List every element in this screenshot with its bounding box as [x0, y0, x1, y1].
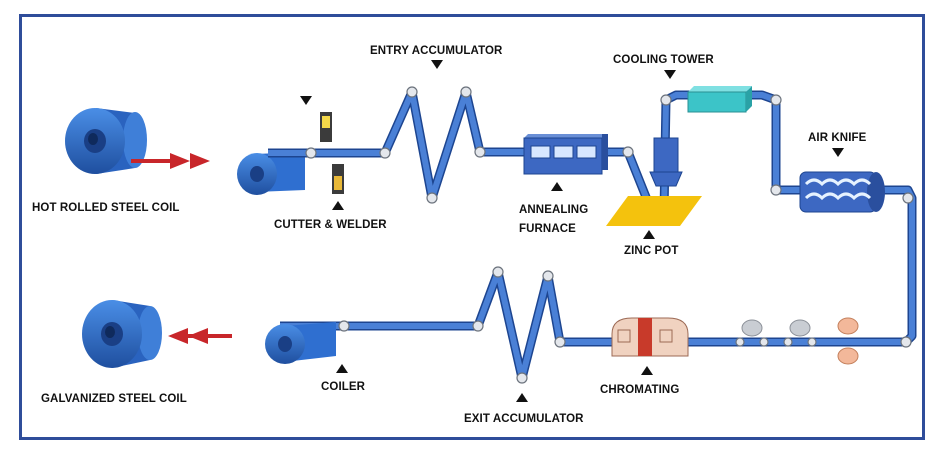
chromating-label: CHROMATING: [600, 384, 680, 396]
annealing-label: ANNEALING: [519, 204, 589, 216]
uncoiler: [237, 152, 305, 195]
upper-strip: [268, 87, 917, 346]
zinc-pot: [606, 137, 702, 226]
air-knife-label: AIR KNIFE: [808, 132, 867, 144]
zinc-pot-label: ZINC POT: [624, 245, 679, 257]
zinc-pot-marker: [643, 230, 655, 239]
feed-arrows: [131, 153, 210, 169]
chromating-unit: [611, 317, 689, 357]
annealing-marker: [551, 182, 563, 191]
coiler-marker: [336, 364, 348, 373]
entry-accumulator-marker: [431, 60, 443, 69]
hot-rolled-coil: [65, 108, 147, 174]
entry-accumulator-label: ENTRY ACCUMULATOR: [370, 45, 503, 57]
cooling-tower-label: COOLING TOWER: [613, 54, 714, 66]
cutter-welder: [320, 112, 344, 194]
diagram-frame: [19, 14, 925, 440]
annealing-furnace: [523, 134, 608, 175]
coiler: [265, 322, 336, 364]
roller-group: [741, 317, 859, 365]
cutter-marker: [332, 201, 344, 210]
furnace-label: FURNACE: [519, 223, 576, 235]
lower-strip: [280, 267, 906, 383]
air-knife: [799, 171, 885, 213]
guide-rollers: [305, 86, 914, 384]
galvanized-coil-label: GALVANIZED STEEL COIL: [41, 393, 187, 405]
cutter-top-marker: [300, 96, 312, 105]
cooling-tower: [687, 86, 752, 113]
chromating-marker: [641, 366, 653, 375]
coiler-label: COILER: [321, 381, 366, 393]
air-knife-marker: [832, 148, 844, 157]
hot-rolled-coil-label: HOT ROLLED STEEL COIL: [32, 202, 180, 214]
cooling-tower-marker: [664, 70, 676, 79]
exit-accumulator-marker: [516, 393, 528, 402]
exit-accumulator-label: EXIT ACCUMULATOR: [464, 413, 584, 425]
cutter-welder-label: CUTTER & WELDER: [274, 219, 387, 231]
galvanized-coil: [82, 300, 162, 368]
output-arrows: [168, 328, 232, 344]
